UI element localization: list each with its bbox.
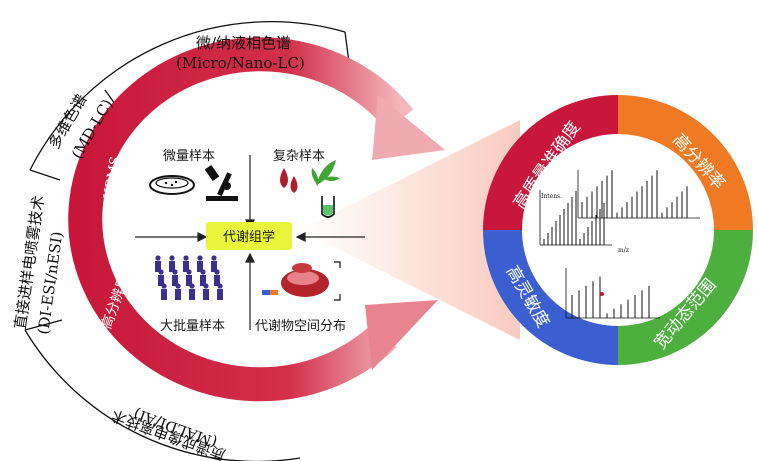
- person-body: [169, 261, 175, 272]
- person-body: [197, 261, 203, 272]
- person-head: [189, 283, 195, 289]
- person-head: [217, 283, 223, 289]
- leaf-icon: [311, 160, 340, 186]
- person-head: [183, 255, 189, 261]
- performance-ring: [483, 95, 753, 365]
- metabolomics-box: [206, 222, 292, 250]
- person-body: [155, 261, 161, 272]
- people-crowd-icon: [155, 255, 223, 300]
- spectrum-panel: [522, 134, 714, 326]
- hrms-ring: [68, 37, 414, 402]
- micro-sample-label: 微量样本: [163, 149, 215, 164]
- micro-lc-label: 微/纳液相色谱: [196, 34, 291, 52]
- person-head: [155, 255, 161, 261]
- outer-arc-border: [24, 21, 351, 461]
- person-body: [214, 275, 220, 286]
- person-body: [186, 275, 192, 286]
- person-head: [197, 255, 203, 261]
- spectrum-y-label: Intens.: [541, 193, 562, 200]
- blood-drop-icon: [280, 168, 298, 193]
- person-body: [203, 289, 209, 300]
- person-body: [217, 289, 223, 300]
- person-body: [189, 289, 195, 300]
- ring-arrow-top: [372, 95, 445, 160]
- person-body: [211, 261, 217, 272]
- person-body: [161, 289, 167, 300]
- hrms-label: HRMS: [101, 155, 123, 200]
- petri-dish-icon: [149, 175, 195, 195]
- test-tube-icon: [321, 196, 335, 218]
- person-head: [169, 255, 175, 261]
- spectrum-peaks: [543, 170, 688, 318]
- ring-arrow-bottom: [365, 300, 438, 370]
- microscope-icon: [204, 164, 238, 201]
- person-head: [175, 283, 181, 289]
- person-head: [214, 269, 220, 275]
- tissue-sample-icon: [262, 261, 341, 301]
- person-body: [172, 275, 178, 286]
- person-head: [172, 269, 178, 275]
- spectrum-x-label: m/z: [618, 247, 629, 254]
- light-beam: [300, 120, 520, 340]
- metabolomics-label: 代谢组学: [223, 229, 275, 245]
- person-head: [158, 269, 164, 275]
- person-head: [186, 269, 192, 275]
- person-head: [211, 255, 217, 261]
- micro-lc-sub: (Micro/Nano-LC): [176, 54, 305, 72]
- person-head: [203, 283, 209, 289]
- person-body: [175, 289, 181, 300]
- person-body: [200, 275, 206, 286]
- person-body: [183, 261, 189, 272]
- person-head: [161, 283, 167, 289]
- spatial-label: 代谢物空间分布: [255, 318, 346, 334]
- person-body: [158, 275, 164, 286]
- spectrum-highlight-dot: [600, 292, 604, 296]
- complex-sample-label: 复杂样本: [273, 149, 325, 164]
- person-head: [200, 269, 206, 275]
- large-batch-label: 大批量样本: [160, 319, 225, 334]
